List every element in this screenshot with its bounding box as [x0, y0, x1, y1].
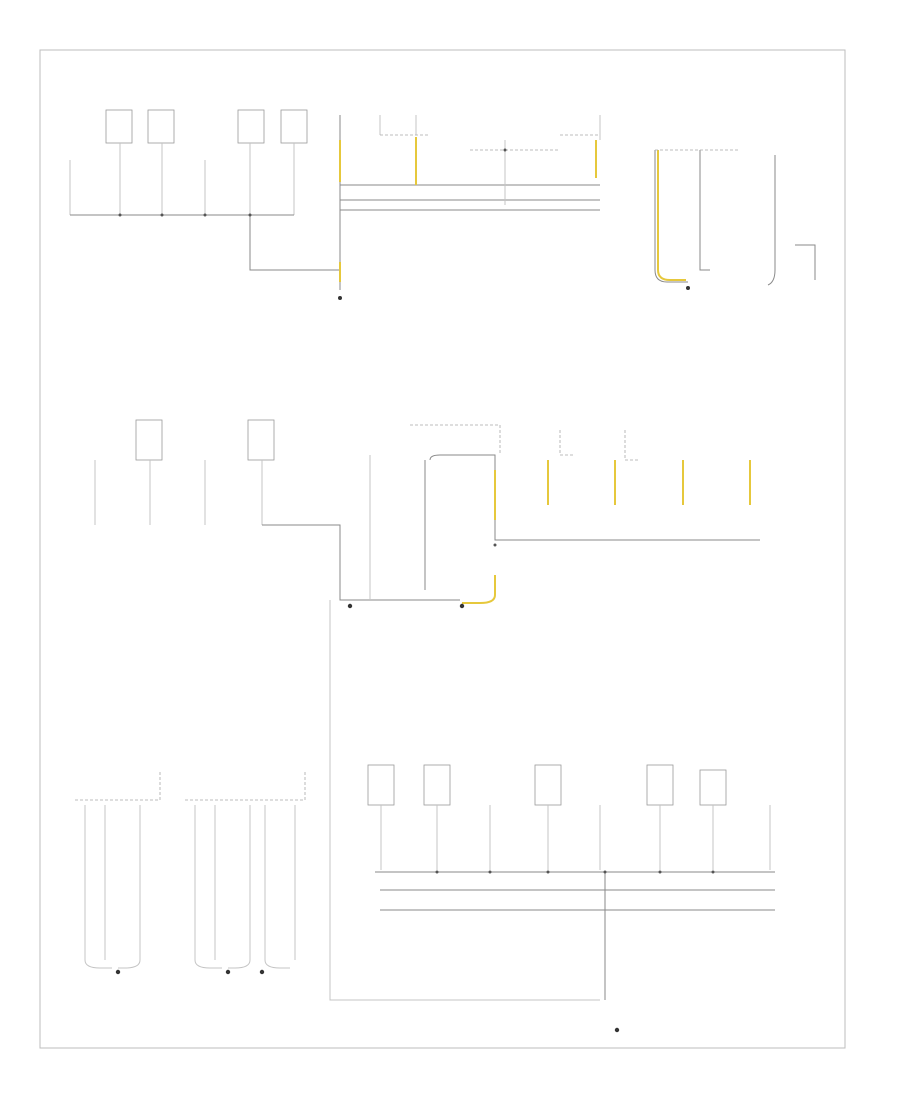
component-box — [280, 109, 308, 144]
top-section — [69, 109, 816, 300]
component-box — [699, 769, 727, 806]
component-box — [534, 764, 562, 806]
bottom-right-section — [329, 600, 775, 1033]
component-box — [247, 419, 275, 461]
ground-point — [115, 969, 121, 975]
ground-point — [614, 1027, 620, 1033]
ground-point — [347, 603, 353, 609]
middle-section — [94, 419, 760, 609]
diagram-frame — [39, 49, 846, 1049]
bottom-left-section — [75, 770, 306, 975]
ground-point — [338, 296, 342, 300]
component-box — [423, 764, 451, 806]
component-box — [367, 764, 395, 806]
component-box — [646, 764, 674, 806]
component-box — [105, 109, 133, 144]
ground-bus — [70, 214, 340, 271]
component-box — [237, 109, 265, 144]
ground-bus — [375, 871, 775, 911]
component-box — [147, 109, 175, 144]
component-box — [135, 419, 163, 461]
